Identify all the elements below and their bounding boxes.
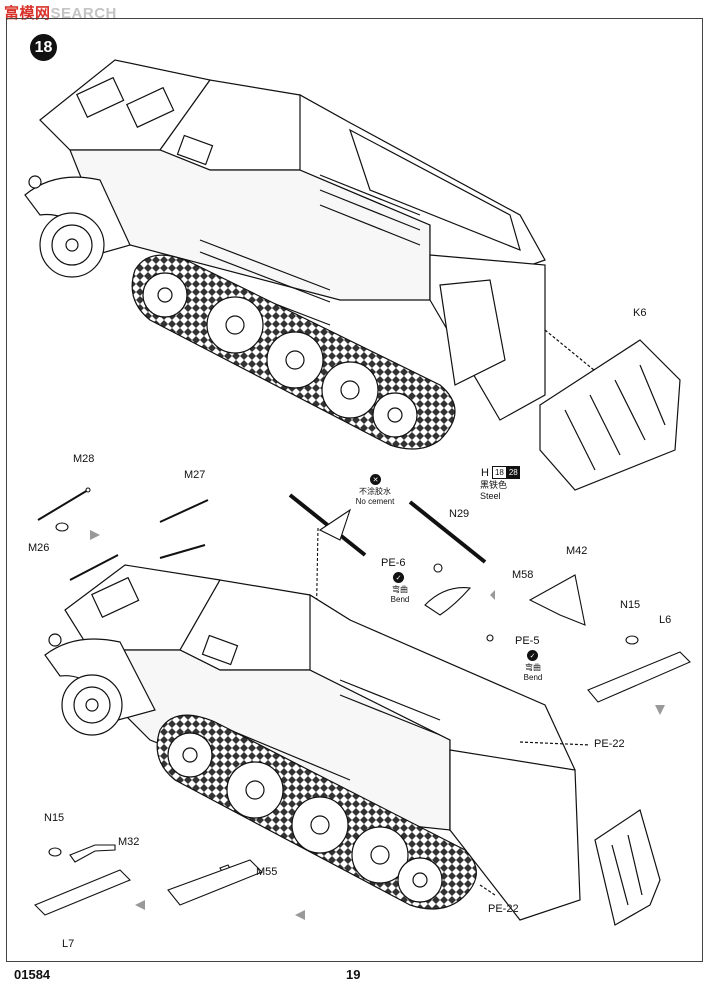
part-label-pe5: PE-5 <box>515 635 540 647</box>
watermark-char: 富 <box>4 5 20 22</box>
bend-note-2: 弯曲 Bend <box>513 663 553 683</box>
part-label-pe6: PE-6 <box>381 557 406 569</box>
page-number: 19 <box>346 967 361 982</box>
part-label-n15-left: N15 <box>44 812 65 824</box>
no-cement-icon: ✕ <box>370 474 381 485</box>
no-cement-note: 不涂胶水 No cement <box>345 487 405 507</box>
upper-halftrack-drawing <box>24 59 601 450</box>
bend1-cn: 弯曲 <box>392 585 408 594</box>
part-label-m27: M27 <box>184 469 206 481</box>
product-code: 01584 <box>14 967 51 982</box>
h-ref-28: 28 <box>506 466 520 479</box>
part-label-k6: K6 <box>633 307 647 319</box>
part-label-pe22-b: PE-22 <box>488 903 519 915</box>
no-cement-en: No cement <box>355 497 395 506</box>
part-label-m32: M32 <box>118 836 140 848</box>
watermark-text: 模网 <box>19 5 51 22</box>
steel-color-note: 黑铁色 Steel <box>480 480 507 502</box>
step-number-badge: 18 <box>30 34 57 61</box>
part-label-l6: L6 <box>659 614 672 626</box>
h-ref-18: 18 <box>491 466 507 479</box>
part-label-m55: M55 <box>256 866 278 878</box>
part-label-n29: N29 <box>449 508 470 520</box>
part-label-pe22-a: PE-22 <box>594 738 625 750</box>
h-letter: H <box>481 466 489 479</box>
part-label-m28: M28 <box>73 453 95 465</box>
lower-left-parts <box>34 844 305 920</box>
part-label-m26: M26 <box>28 542 50 554</box>
bend-icon-1: ✓ <box>393 572 404 583</box>
part-label-m42: M42 <box>566 545 588 557</box>
bend2-en: Bend <box>523 673 543 682</box>
k6-rear-door-part <box>539 339 681 491</box>
part-label-l7: L7 <box>62 938 75 950</box>
no-cement-cn: 不涂胶水 <box>359 487 391 496</box>
part-label-n15-right: N15 <box>620 599 641 611</box>
bend1-en: Bend <box>390 595 410 604</box>
bend-icon-2: ✓ <box>527 650 538 661</box>
lower-halftrack-drawing <box>44 544 661 926</box>
steel-en: Steel <box>480 491 501 501</box>
bend-note-1: 弯曲 Bend <box>380 585 420 605</box>
watermark-search: SEARCH <box>50 5 117 22</box>
part-label-m58: M58 <box>512 569 534 581</box>
part-label-h: H 18 28 <box>481 466 520 479</box>
page-frame <box>6 18 703 962</box>
middle-parts <box>37 487 691 715</box>
bend2-cn: 弯曲 <box>525 663 541 672</box>
steel-cn: 黑铁色 <box>480 480 508 490</box>
watermark-logo: 富模网SEARCH <box>4 2 117 23</box>
